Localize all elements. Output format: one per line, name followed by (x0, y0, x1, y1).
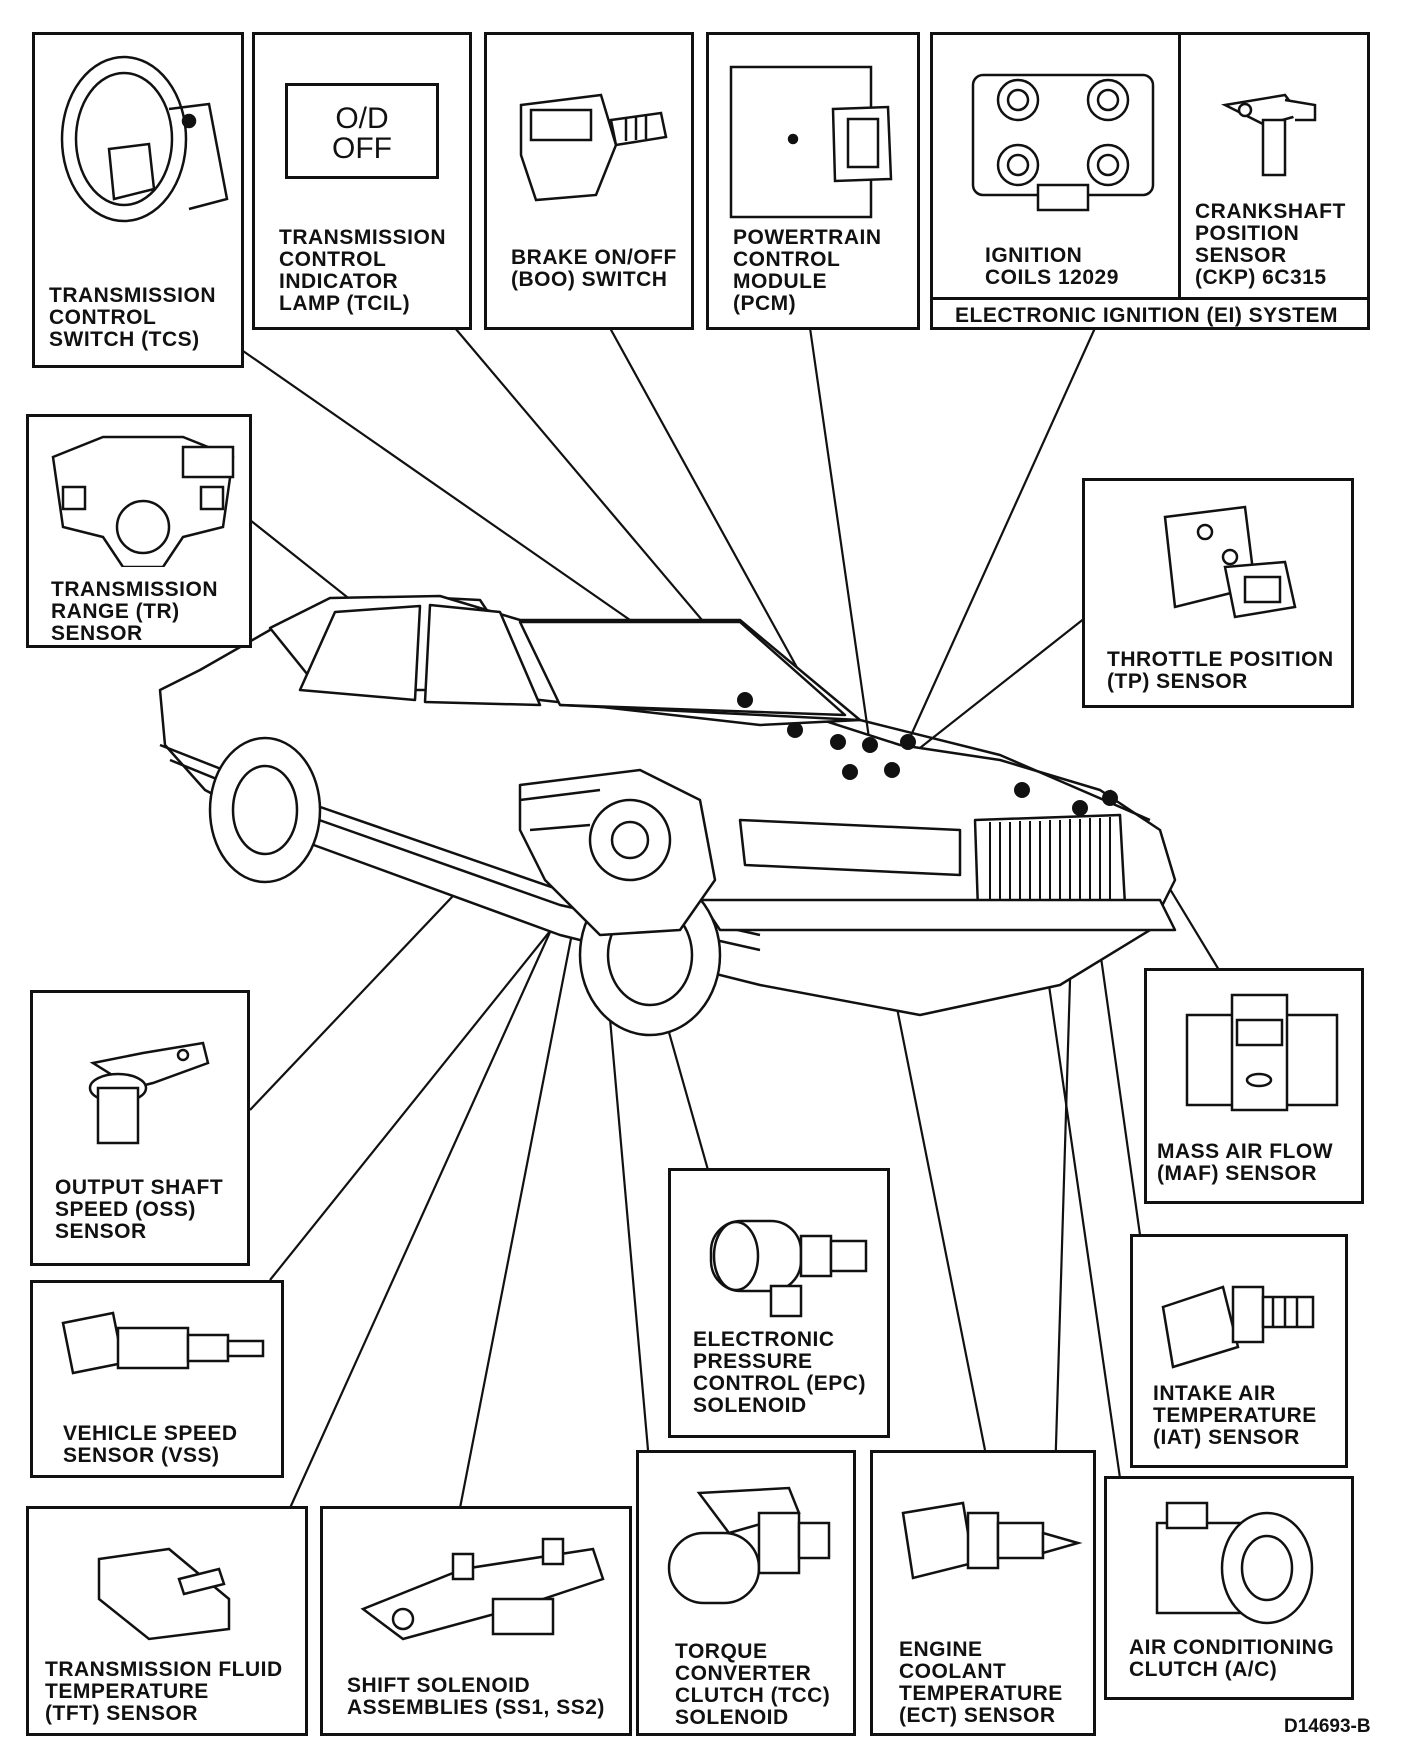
car-headlight (738, 818, 962, 877)
oss-sensor-icon (88, 1041, 210, 1145)
box-vss: VEHICLE SPEED SENSOR (VSS) (30, 1280, 284, 1478)
box-pcm: POWERTRAIN CONTROL MODULE (PCM) (706, 32, 920, 330)
label-tcs: TRANSMISSION CONTROL SWITCH (TCS) (49, 284, 217, 351)
tr-sensor-icon (51, 435, 235, 567)
steering-wheel-icon (60, 55, 229, 223)
label-tft: TRANSMISSION FLUID TEMPERATURE (TFT) SEN… (45, 1658, 283, 1725)
car-window-rear (298, 604, 422, 702)
leader-ss (458, 917, 577, 1509)
tp-sensor-icon (1163, 505, 1297, 619)
label-tcc: TORQUE CONVERTER CLUTCH (TCC) SOLENOID (675, 1640, 831, 1729)
label-tr: TRANSMISSION RANGE (TR) SENSOR (51, 578, 219, 645)
label-ei-system: ELECTRONIC IGNITION (EI) SYSTEM (955, 304, 1339, 327)
label-vss: VEHICLE SPEED SENSOR (VSS) (63, 1422, 238, 1467)
box-tp: THROTTLE POSITION (TP) SENSOR (1082, 478, 1354, 708)
leader-tp (891, 613, 1091, 771)
car-window-front (423, 603, 542, 707)
tft-sensor-icon (97, 1547, 231, 1641)
maf-sensor-icon (1185, 993, 1339, 1112)
box-oss: OUTPUT SHAFT SPEED (OSS) SENSOR (30, 990, 250, 1266)
box-shift-solenoids: SHIFT SOLENOID ASSEMBLIES (SS1, SS2) (320, 1506, 632, 1736)
leader-ei (906, 327, 1097, 743)
label-oss: OUTPUT SHAFT SPEED (OSS) SENSOR (55, 1176, 224, 1243)
box-tr: TRANSMISSION RANGE (TR) SENSOR (26, 414, 252, 648)
leader-tft (288, 909, 562, 1509)
box-epc: ELECTRONIC PRESSURE CONTROL (EPC) SOLENO… (668, 1168, 890, 1438)
iat-sensor-icon (1161, 1285, 1315, 1369)
box-maf: MASS AIR FLOW (MAF) SENSOR (1144, 968, 1364, 1204)
leader-pcm (808, 327, 872, 746)
box-tcs: TRANSMISSION CONTROL SWITCH (TCS) (32, 32, 244, 368)
ckp-sensor-icon (1221, 93, 1317, 177)
car-windshield (518, 620, 847, 717)
label-ignition-coils: IGNITION COILS 12029 (985, 244, 1119, 289)
tcc-solenoid-icon (667, 1486, 831, 1605)
vss-sensor-icon (61, 1311, 265, 1375)
box-boo: BRAKE ON/OFF (BOO) SWITCH (484, 32, 694, 330)
label-epc: ELECTRONIC PRESSURE CONTROL (EPC) SOLENO… (693, 1328, 866, 1417)
label-tcil: TRANSMISSION CONTROL INDICATOR LAMP (TCI… (279, 226, 447, 315)
label-ckp: CRANKSHAFT POSITION SENSOR (CKP) 6C315 (1195, 200, 1346, 289)
ect-sensor-icon (901, 1501, 1083, 1580)
ignition-coil-icon (971, 73, 1155, 212)
brake-switch-icon (519, 93, 668, 202)
figure-id: D14693-B (1284, 1716, 1371, 1737)
label-maf: MASS AIR FLOW (MAF) SENSOR (1157, 1140, 1334, 1185)
ac-clutch-icon (1155, 1501, 1314, 1625)
label-boo: BRAKE ON/OFF (BOO) SWITCH (511, 246, 677, 291)
box-tcc: TORQUE CONVERTER CLUTCH (TCC) SOLENOID (636, 1450, 856, 1736)
label-iat: INTAKE AIR TEMPERATURE (IAT) SENSOR (1153, 1382, 1317, 1449)
label-ect: ENGINE COOLANT TEMPERATURE (ECT) SENSOR (899, 1638, 1063, 1727)
box-iat: INTAKE AIR TEMPERATURE (IAT) SENSOR (1130, 1234, 1348, 1468)
label-tp: THROTTLE POSITION (TP) SENSOR (1107, 648, 1334, 693)
epc-solenoid-icon (709, 1219, 868, 1318)
box-tcil: O/D OFF TRANSMISSION CONTROL INDICATOR L… (252, 32, 472, 330)
box-ect: ENGINE COOLANT TEMPERATURE (ECT) SENSOR (870, 1450, 1096, 1736)
box-ac: AIR CONDITIONING CLUTCH (A/C) (1104, 1476, 1354, 1700)
lamp-od-off: O/D OFF (285, 83, 439, 179)
leader-vss (269, 899, 576, 1281)
label-shift-solenoids: SHIFT SOLENOID ASSEMBLIES (SS1, SS2) (347, 1674, 605, 1719)
pcm-module-icon (729, 65, 893, 219)
label-ac: AIR CONDITIONING CLUTCH (A/C) (1129, 1636, 1335, 1681)
label-pcm: POWERTRAIN CONTROL MODULE (PCM) (733, 226, 882, 315)
box-tft: TRANSMISSION FLUID TEMPERATURE (TFT) SEN… (26, 1506, 308, 1736)
box-ei-system: IGNITION COILS 12029 CRANKSHAFT POSITION… (930, 32, 1370, 330)
shift-solenoid-icon (360, 1537, 605, 1641)
